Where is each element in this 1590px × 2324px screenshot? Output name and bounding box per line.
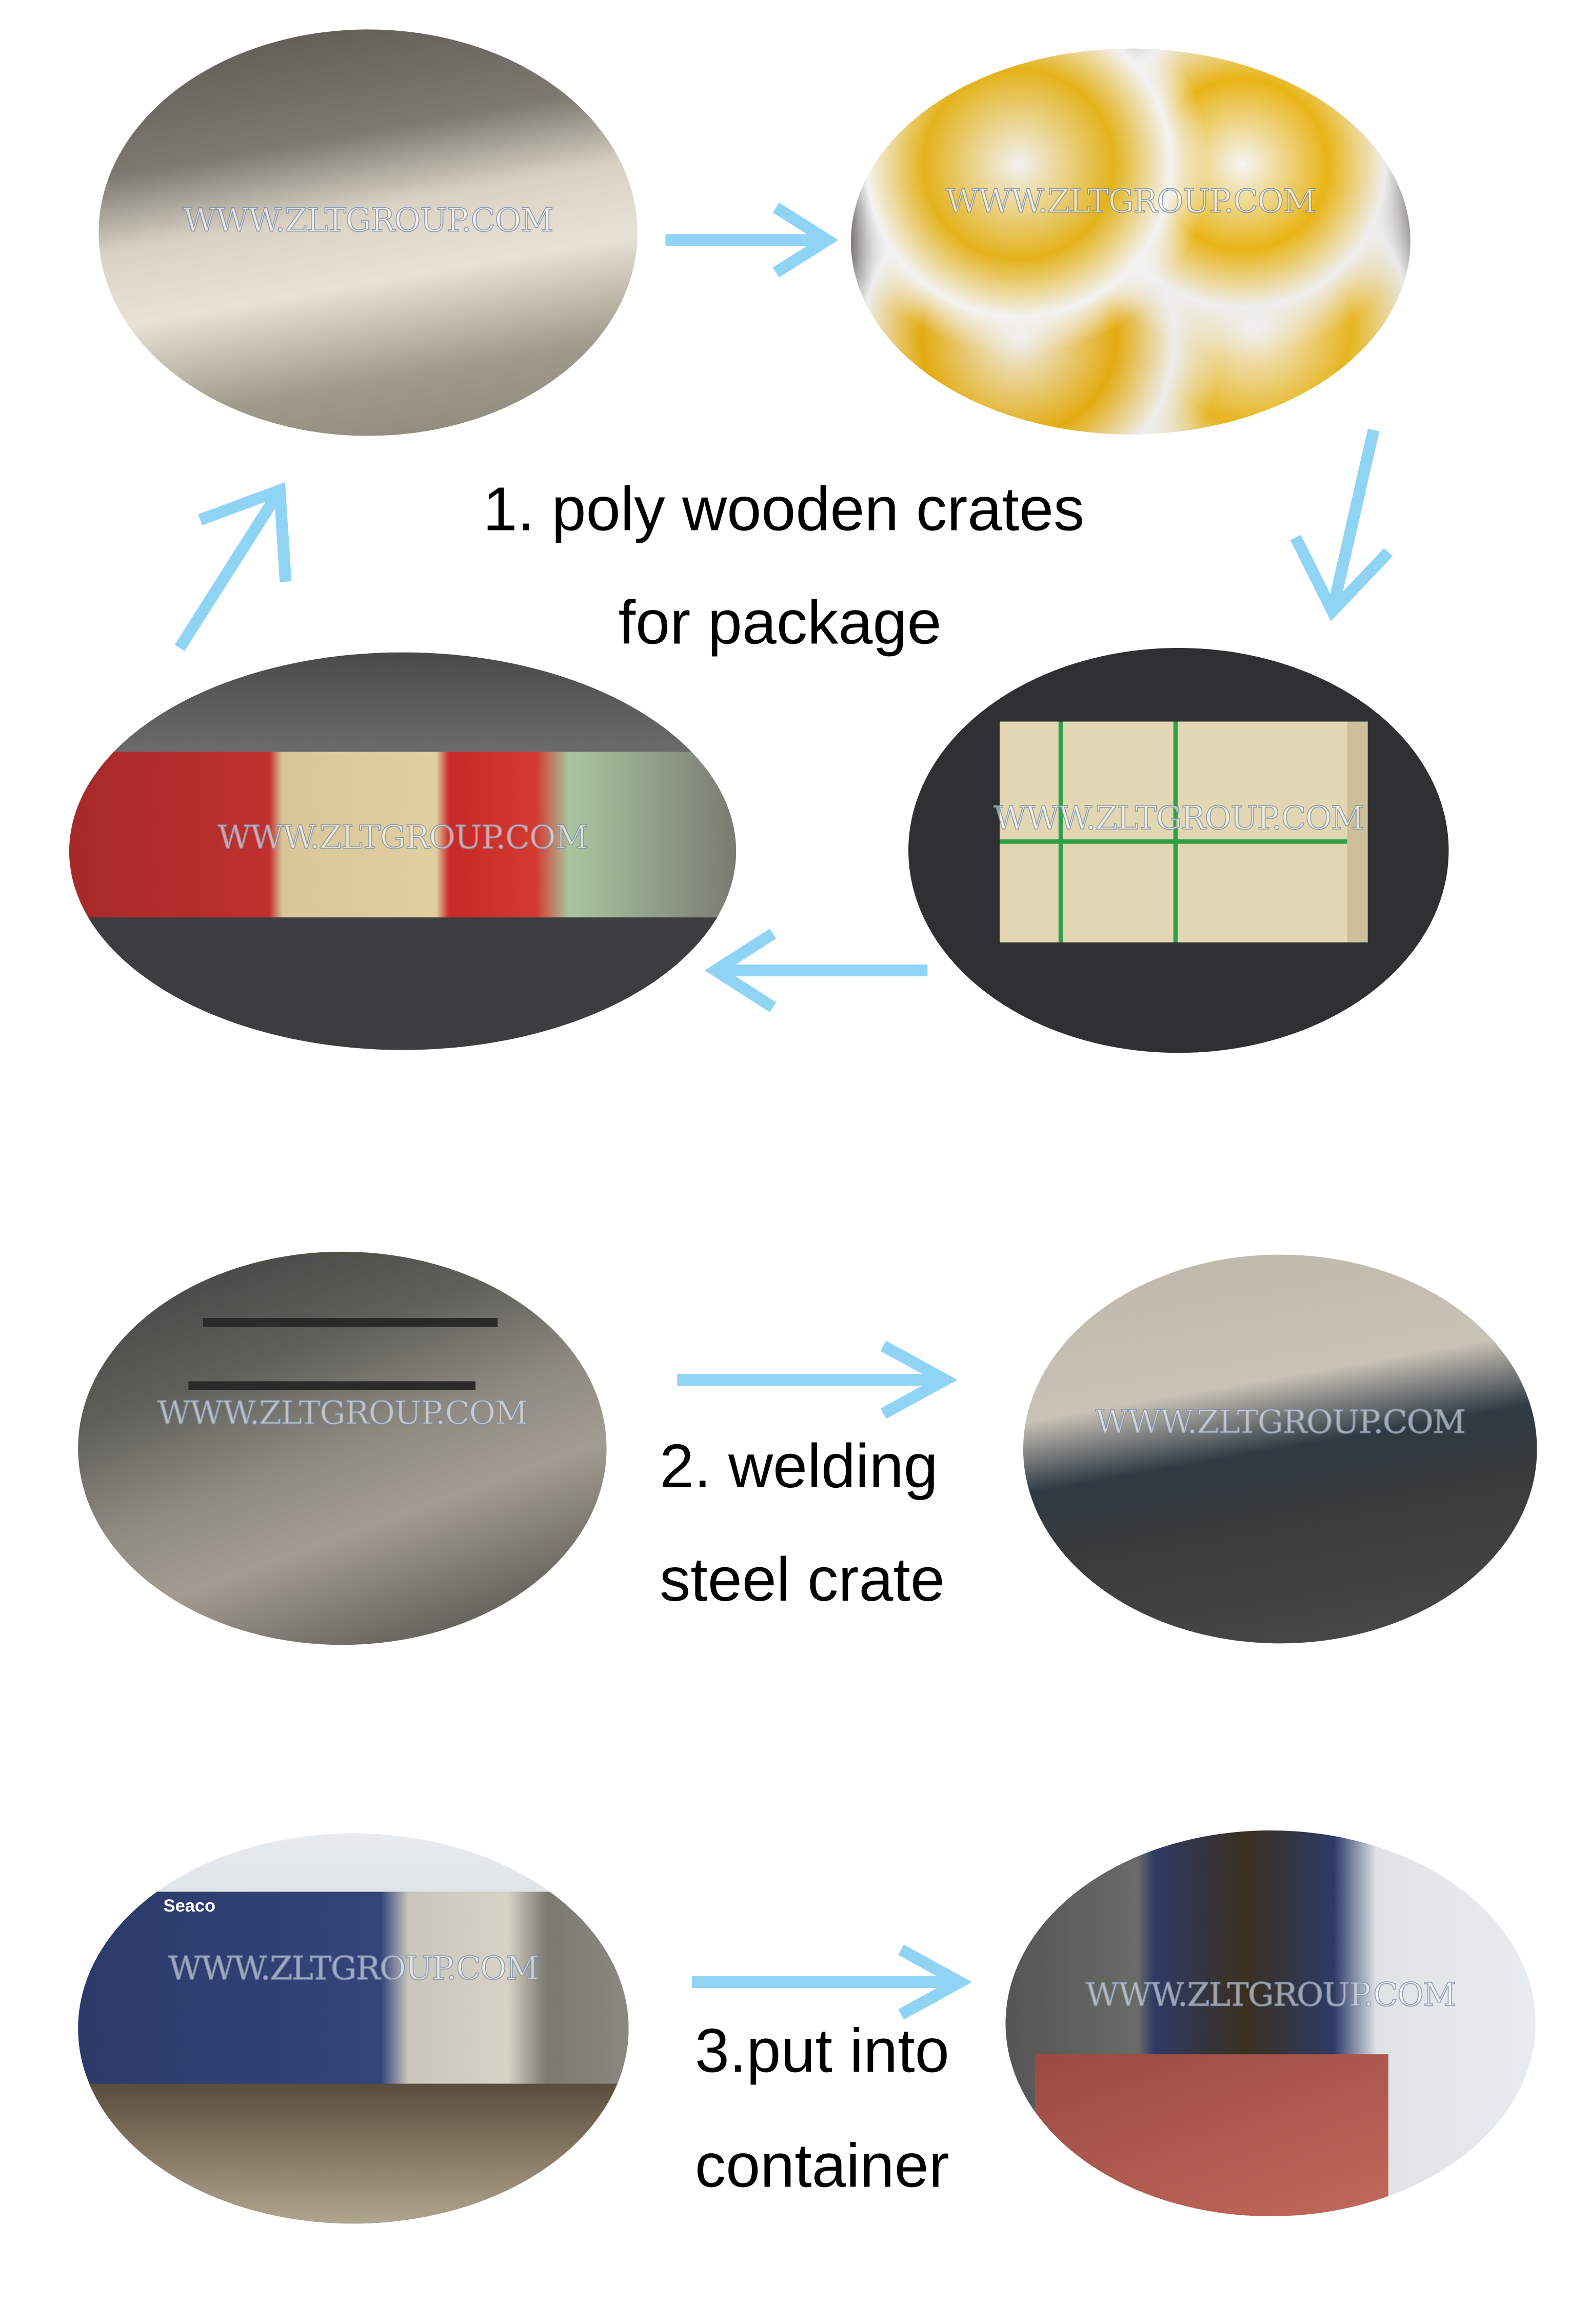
watermark: WWW.ZLTGROUP.COM: [183, 203, 554, 240]
watermark: WWW.ZLTGROUP.COM: [993, 801, 1364, 838]
photo-container-truck: Seaco WWW.ZLTGROUP.COM: [78, 1833, 629, 2224]
watermark: WWW.ZLTGROUP.COM: [157, 1395, 528, 1433]
photo-steel-crate: WWW.ZLTGROUP.COM: [1023, 1254, 1537, 1644]
photo-welded-steel-frame: WWW.ZLTGROUP.COM: [78, 1251, 607, 1645]
arrow-down-icon: [1290, 428, 1393, 621]
watermark: WWW.ZLTGROUP.COM: [217, 820, 589, 857]
crate: [1000, 721, 1368, 943]
photo-bagged-pallets: WWW.ZLTGROUP.COM: [98, 29, 638, 436]
photo-wooden-crate: WWW.ZLTGROUP.COM: [908, 647, 1449, 1053]
step1-caption-line2: for package: [618, 587, 942, 657]
container-brand: Seaco: [163, 1895, 216, 1916]
arrow-right-icon: [692, 1944, 972, 2020]
watermark: WWW.ZLTGROUP.COM: [1085, 1977, 1457, 2015]
loading-ramp: [1035, 2054, 1388, 2216]
step1-caption-line1: 1. poly wooden crates: [483, 474, 1085, 544]
floor: [69, 917, 737, 1050]
photo-yellow-taped-bundles: WWW.ZLTGROUP.COM: [851, 48, 1410, 435]
step3-caption-line2: container: [694, 2131, 949, 2200]
step2-caption-line1: 2. welding: [659, 1431, 938, 1501]
photo-forklift-into-container: WWW.ZLTGROUP.COM: [1005, 1830, 1536, 2216]
step3-caption-line1: 3.put into: [694, 2016, 949, 2085]
arrow-left-icon: [704, 929, 928, 1013]
arrow-up-right-icon: [174, 482, 292, 652]
photo-crate-loading-truck: WWW.ZLTGROUP.COM: [69, 652, 737, 1050]
truck-chassis: [78, 2083, 629, 2224]
arrow-right-icon: [665, 203, 839, 278]
watermark: WWW.ZLTGROUP.COM: [945, 184, 1317, 221]
watermark: WWW.ZLTGROUP.COM: [168, 1951, 539, 1988]
arrow-right-icon: [677, 1341, 958, 1419]
watermark: WWW.ZLTGROUP.COM: [1095, 1405, 1466, 1442]
step2-caption-line2: steel crate: [659, 1545, 945, 1614]
